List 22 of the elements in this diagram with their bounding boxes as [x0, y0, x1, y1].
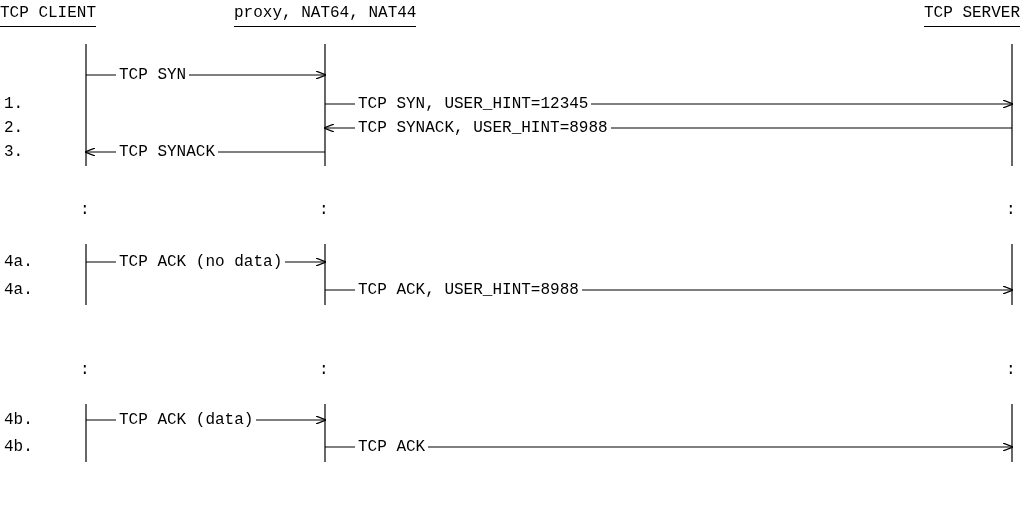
- continuation-mark: :: [1006, 361, 1016, 379]
- step-number: 4a.: [4, 281, 33, 299]
- message-label: TCP ACK, USER_HINT=8988: [355, 281, 582, 299]
- step-number: 4b.: [4, 438, 33, 456]
- participant-heading: TCP SERVER: [924, 4, 1020, 27]
- message-arrow: [324, 442, 1014, 452]
- continuation-mark: :: [319, 201, 329, 219]
- step-number: 4b.: [4, 411, 33, 429]
- continuation-mark: :: [1006, 201, 1016, 219]
- continuation-mark: :: [319, 361, 329, 379]
- message-label: TCP SYNACK, USER_HINT=8988: [355, 119, 611, 137]
- participant-heading: proxy, NAT64, NAT44: [234, 4, 417, 27]
- step-number: 3.: [4, 143, 24, 161]
- step-number: 4a.: [4, 253, 33, 271]
- participant-heading: TCP CLIENT: [0, 4, 96, 27]
- message-label: TCP ACK (no data): [116, 253, 286, 271]
- continuation-mark: :: [80, 361, 90, 379]
- message-label: TCP ACK (data): [116, 411, 257, 429]
- step-number: 2.: [4, 119, 24, 137]
- step-number: 1.: [4, 95, 24, 113]
- message-label: TCP SYN, USER_HINT=12345: [355, 95, 592, 113]
- continuation-mark: :: [80, 201, 90, 219]
